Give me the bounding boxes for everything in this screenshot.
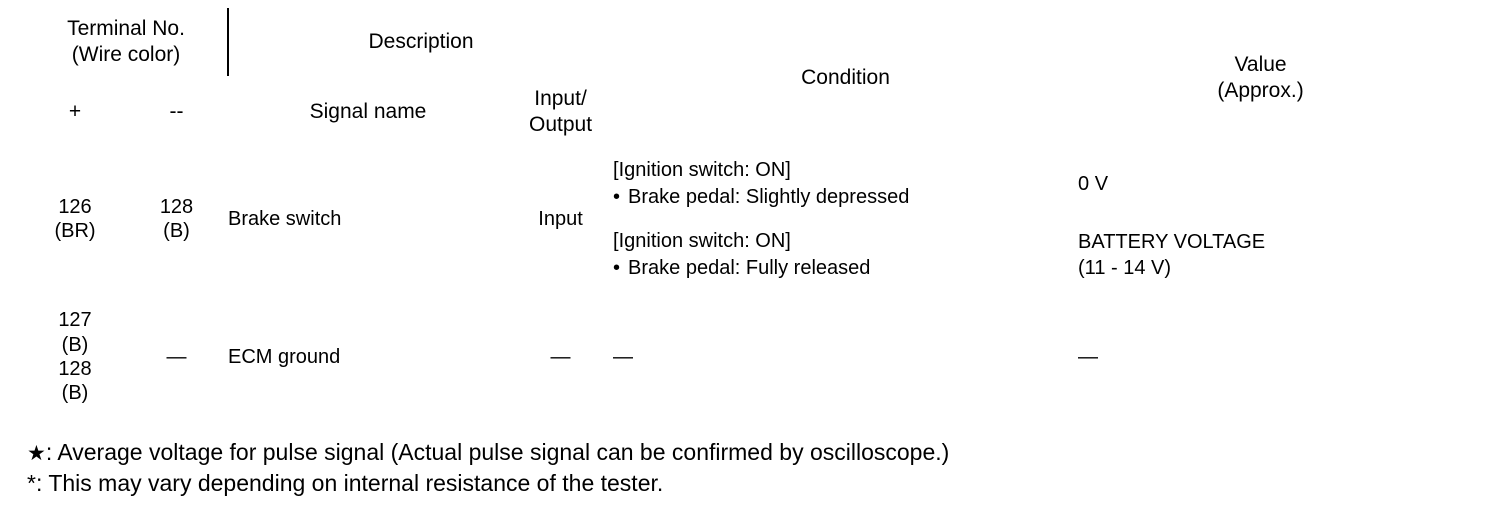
- table-row: 126 (BR) 128 (B) Brake switch Input [Ign…: [25, 148, 1443, 242]
- table-header-row-primary: Terminal No. (Wire color) Description Co…: [25, 8, 1443, 102]
- cell-condition: —: [613, 346, 634, 368]
- asterisk-icon: *: [27, 469, 36, 496]
- table-row: [Ignition switch: ON] • Brake pedal: Full…: [25, 219, 1443, 290]
- header-condition: Condition: [801, 66, 890, 90]
- header-input-output-line2: Output: [528, 113, 593, 136]
- cell-terminal-plus: 127 (B) 128 (B): [58, 309, 92, 405]
- header-value-line1: Value: [1234, 53, 1287, 77]
- header-wire-color-line: (Wire color): [71, 43, 181, 66]
- star-icon: ★: [27, 442, 46, 465]
- terminal-spec-table: Terminal No. (Wire color) Description Co…: [25, 8, 1443, 424]
- header-input-output: Input/ Output: [508, 76, 613, 148]
- cell-signal-name: ECM ground: [228, 346, 341, 368]
- condition-line1: [Ignition switch: ON]: [613, 158, 791, 181]
- condition-bullet-line: • Brake pedal: Slightly depressed: [613, 184, 1078, 211]
- cell-signal-name: Brake switch: [228, 208, 342, 230]
- bullet-icon: •: [613, 256, 621, 279]
- header-description: Description: [226, 8, 614, 76]
- value-line1: BATTERY VOLTAGE: [1078, 230, 1266, 253]
- cell-terminal-minus: —: [166, 345, 187, 368]
- header-input-output-line1: Input/: [534, 87, 587, 111]
- header-signal-name: Signal name: [309, 100, 427, 124]
- footnotes-block: ★: Average voltage for pulse signal (Act…: [27, 437, 1467, 499]
- condition-bullet-line: • Brake pedal: Fully released: [613, 255, 1078, 282]
- footnote-star-text: : Average voltage for pulse signal (Actu…: [45, 439, 950, 465]
- header-value: Value (Approx.): [1078, 8, 1443, 148]
- cell-terminal-minus: 128 (B): [159, 195, 194, 242]
- condition-line2: Brake pedal: Slightly depressed: [628, 185, 910, 208]
- bullet-icon: •: [613, 185, 621, 208]
- header-terminal-minus: --: [169, 100, 184, 124]
- header-terminal-no: Terminal No. (Wire color): [25, 8, 228, 76]
- cell-value: 0 V: [1078, 148, 1443, 219]
- condition-line2: Brake pedal: Fully released: [628, 256, 871, 279]
- cell-value: —: [1078, 346, 1099, 368]
- value-line1: 0 V: [1078, 172, 1109, 195]
- footnote-star: ★: Average voltage for pulse signal (Act…: [27, 437, 1467, 468]
- cell-condition: [Ignition switch: ON] • Brake pedal: Slig…: [613, 148, 1078, 219]
- footnote-asterisk: *: This may vary depending on internal r…: [27, 468, 1467, 499]
- cell-value: BATTERY VOLTAGE (11 - 14 V): [1078, 219, 1443, 290]
- cell-input-output: Input: [538, 207, 583, 230]
- cell-input-output: —: [550, 345, 571, 368]
- header-terminal-no-line1: Terminal No.: [67, 17, 185, 41]
- footnote-asterisk-text: : This may vary depending on internal re…: [35, 469, 664, 496]
- header-terminal-plus: +: [68, 100, 82, 124]
- cell-terminal-plus: 126 (BR): [54, 195, 96, 242]
- value-line2: (11 - 14 V): [1078, 256, 1172, 279]
- condition-line1: [Ignition switch: ON]: [613, 229, 791, 252]
- header-value-line2: (Approx.): [1217, 79, 1304, 102]
- table-header-row-secondary: + -- Signal name Input/ Output: [25, 76, 1443, 148]
- table-row: 127 (B) 128 (B) — ECM ground — — —: [25, 290, 1443, 424]
- cell-condition: [Ignition switch: ON] • Brake pedal: Full…: [613, 219, 1078, 290]
